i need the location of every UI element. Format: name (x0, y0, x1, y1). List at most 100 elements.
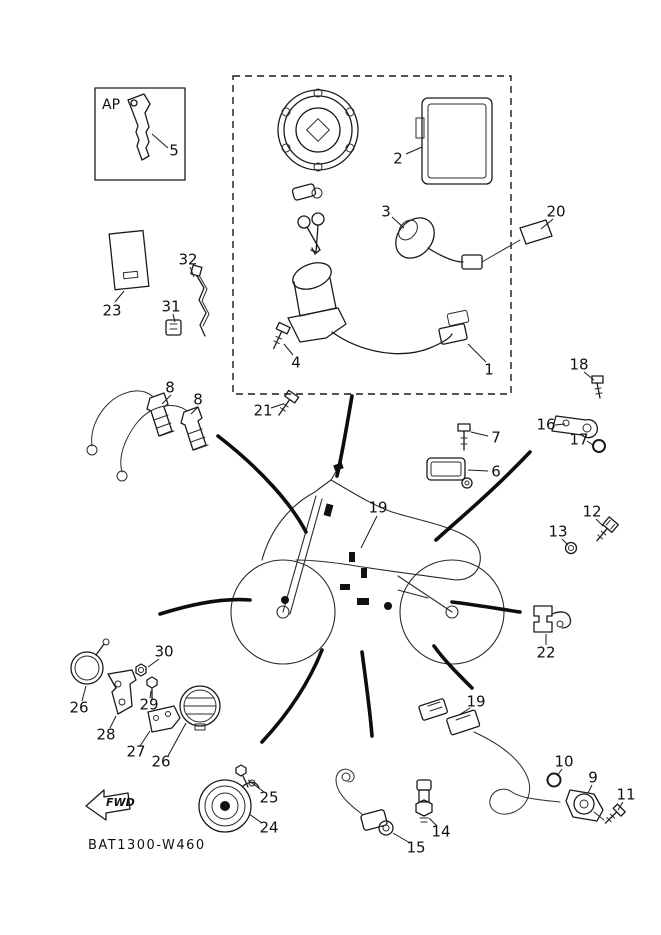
callout-number-16-11: 16 (536, 416, 555, 434)
callout-leader-24-28 (248, 813, 263, 824)
terminal-plate-part (519, 219, 553, 245)
callout-number-21-8: 21 (253, 402, 272, 420)
callout-leader-4-7 (283, 343, 294, 356)
sidestand-switch-part-9 (565, 789, 605, 822)
callout-leader-12-18 (595, 518, 604, 527)
callout-leader-9-31 (587, 784, 593, 794)
callout-leader-7-13 (470, 431, 489, 437)
cable-tie-part (190, 264, 210, 337)
callout-number-31-5: 31 (161, 298, 180, 316)
bolt-part-21 (278, 389, 300, 416)
switch-part-15 (335, 768, 394, 836)
connector-pair-part-19b (418, 698, 481, 736)
callout-leader-2-1 (405, 146, 423, 155)
key-blank-box: AP (94, 87, 186, 181)
fuel-cap-part (277, 88, 359, 172)
callout-leader-28-24 (109, 715, 117, 729)
callout-number-19-29: 19 (466, 693, 485, 711)
callout-number-10-30: 10 (554, 753, 573, 771)
callout-number-28-24: 28 (96, 726, 115, 744)
clamp-part-22 (533, 605, 572, 633)
callout-number-3-2: 3 (381, 203, 391, 221)
horn-part-24 (198, 779, 260, 833)
callout-leader-18-10 (583, 371, 595, 381)
callout-leader-32-6 (189, 266, 195, 278)
callout-number-6-14: 6 (491, 463, 501, 481)
callout-leader-3-2 (391, 216, 405, 229)
callout-number-26-26: 26 (151, 753, 170, 771)
callout-leader-16-11 (554, 423, 566, 426)
callout-leader-20-3 (540, 218, 554, 230)
bracket-part-27 (147, 705, 181, 733)
callout-leader-11-32 (617, 801, 624, 811)
sensor-part-6 (426, 457, 473, 489)
callout-leader-29-23 (149, 690, 152, 699)
bolt-part-11 (604, 803, 626, 824)
callout-number-2-1: 2 (393, 150, 403, 168)
callout-number-32-6: 32 (178, 251, 197, 269)
bolt-part-4 (273, 321, 291, 350)
bolt-part-18 (591, 375, 604, 399)
callout-number-1-9: 1 (484, 361, 494, 379)
callout-leader-13-19 (561, 538, 569, 546)
sensor-part-12 (596, 516, 619, 542)
fwd-label: FWD (106, 796, 135, 809)
bolt-part-29 (146, 676, 158, 701)
callout-leader-31-5 (172, 313, 176, 323)
callout-number-8-16: 8 (193, 391, 203, 409)
main-switch-part (287, 262, 470, 355)
callout-number-11-32: 11 (616, 786, 635, 804)
washer-part-13 (564, 541, 578, 555)
label-sheet-part (108, 229, 150, 291)
callout-leader-14-33 (428, 817, 438, 827)
callout-number-23-4: 23 (102, 302, 121, 320)
callout-leader-8-16 (190, 406, 199, 415)
pressure-switch-part-14 (415, 779, 433, 823)
callout-leader-15-34 (392, 832, 411, 844)
callout-number-20-3: 20 (546, 203, 565, 221)
callout-number-25-27: 25 (259, 789, 278, 807)
callout-number-12-18: 12 (582, 503, 601, 521)
spark-plug-cap-part-b (116, 405, 209, 482)
bolt-part-25 (235, 764, 249, 788)
callout-leader-26-21 (81, 685, 87, 702)
callout-number-13-19: 13 (548, 523, 567, 541)
callout-number-4-7: 4 (291, 354, 301, 372)
kit-boundary-box (232, 75, 512, 395)
callout-leader-21-8 (270, 403, 284, 409)
callout-number-17-12: 17 (569, 431, 588, 449)
callout-leader-25-27 (247, 779, 265, 793)
callout-number-8-15: 8 (165, 379, 175, 397)
sidestand-switch-wire (473, 731, 561, 815)
callout-leader-17-12 (586, 440, 594, 446)
callout-number-14-33: 14 (431, 823, 450, 841)
oring-part-17 (592, 439, 606, 453)
callout-number-7-13: 7 (491, 429, 501, 447)
nut-part-30 (135, 663, 147, 677)
callout-number-29-23: 29 (139, 696, 158, 714)
callout-number-5-0: 5 (169, 142, 179, 160)
callout-leader-19-17 (360, 515, 378, 549)
clip-part (165, 319, 182, 336)
callout-number-18-10: 18 (569, 356, 588, 374)
callout-leader-27-25 (139, 730, 151, 747)
immobilizer-part (395, 217, 521, 270)
callout-leader-30-22 (147, 658, 160, 668)
callout-leader-8-15 (161, 394, 172, 405)
motorcycle-silhouette (230, 462, 505, 665)
callout-number-19-17: 19 (368, 499, 387, 517)
key-part (127, 93, 151, 161)
callout-number-9-31: 9 (588, 769, 598, 787)
callout-leader-26-26 (167, 722, 187, 757)
callout-number-24-28: 24 (259, 819, 278, 837)
bracket-part-16 (551, 415, 599, 439)
lock-and-keys-part (291, 183, 325, 255)
callout-number-15-34: 15 (406, 839, 425, 857)
callout-number-26-21: 26 (69, 699, 88, 717)
ap-box-label: AP (102, 97, 120, 113)
diagram-code: BAT1300-W460 (88, 838, 206, 853)
mirror-disc-part-26a (70, 638, 110, 685)
callout-number-30-22: 30 (154, 643, 173, 661)
